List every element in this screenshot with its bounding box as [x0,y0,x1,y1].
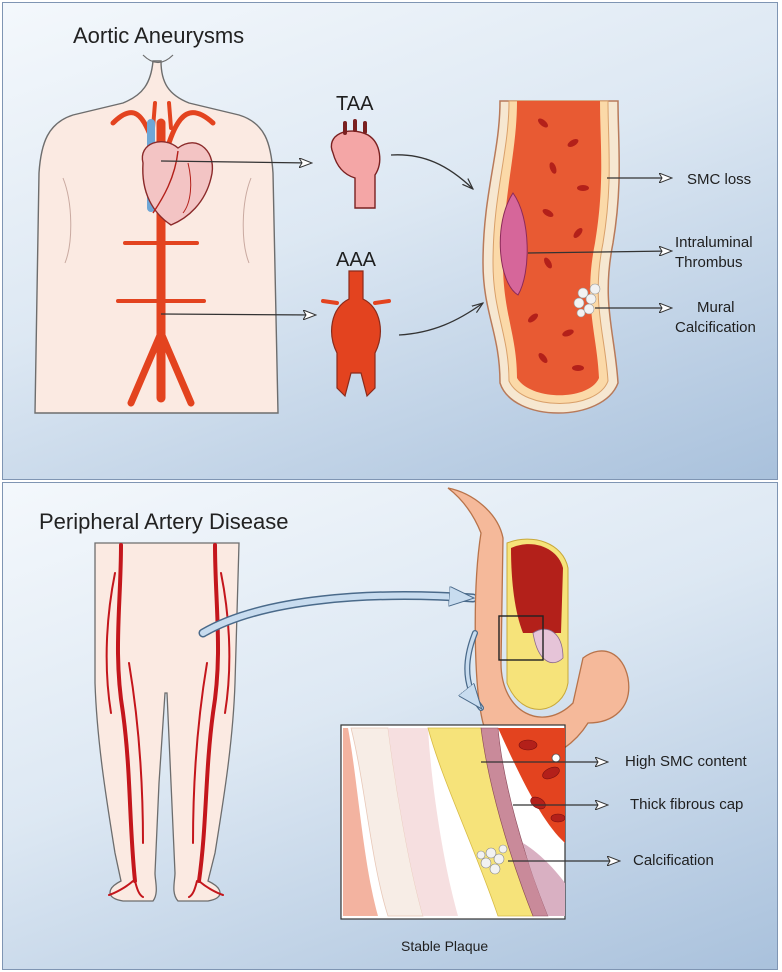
aaa-aorta [321,270,391,398]
peripheral-artery-disease-panel: Peripheral Artery Disease [2,482,778,970]
calcification-mural-label: Calcification [675,319,756,336]
mural-label: Mural [697,299,735,316]
taa-aorta [330,119,381,209]
aneurysm-vessel [482,100,620,414]
aortic-aneurysm-panel: Aortic Aneurysms [2,2,778,480]
pad-illustration [94,487,630,920]
thick-fibrous-cap-label: Thick fibrous cap [630,796,744,813]
stable-plaque-inset [340,724,566,920]
smc-loss-label: SMC loss [687,171,752,188]
legs-figure [94,542,240,902]
peripheral-artery-disease-title: Peripheral Artery Disease [39,509,289,534]
aaa-label: AAA [336,249,377,271]
aortic-illustration [34,54,777,414]
stable-plaque-label: Stable Plaque [401,938,489,954]
thrombus-label: Thrombus [675,254,743,271]
artery-plaque-section [447,487,630,762]
heart [141,140,214,226]
intraluminal-label: Intraluminal [675,234,753,251]
taa-label: TAA [336,93,374,115]
high-smc-content-label: High SMC content [625,753,747,770]
calcification-label: Calcification [633,852,714,869]
aortic-aneurysms-title: Aortic Aneurysms [73,23,245,48]
